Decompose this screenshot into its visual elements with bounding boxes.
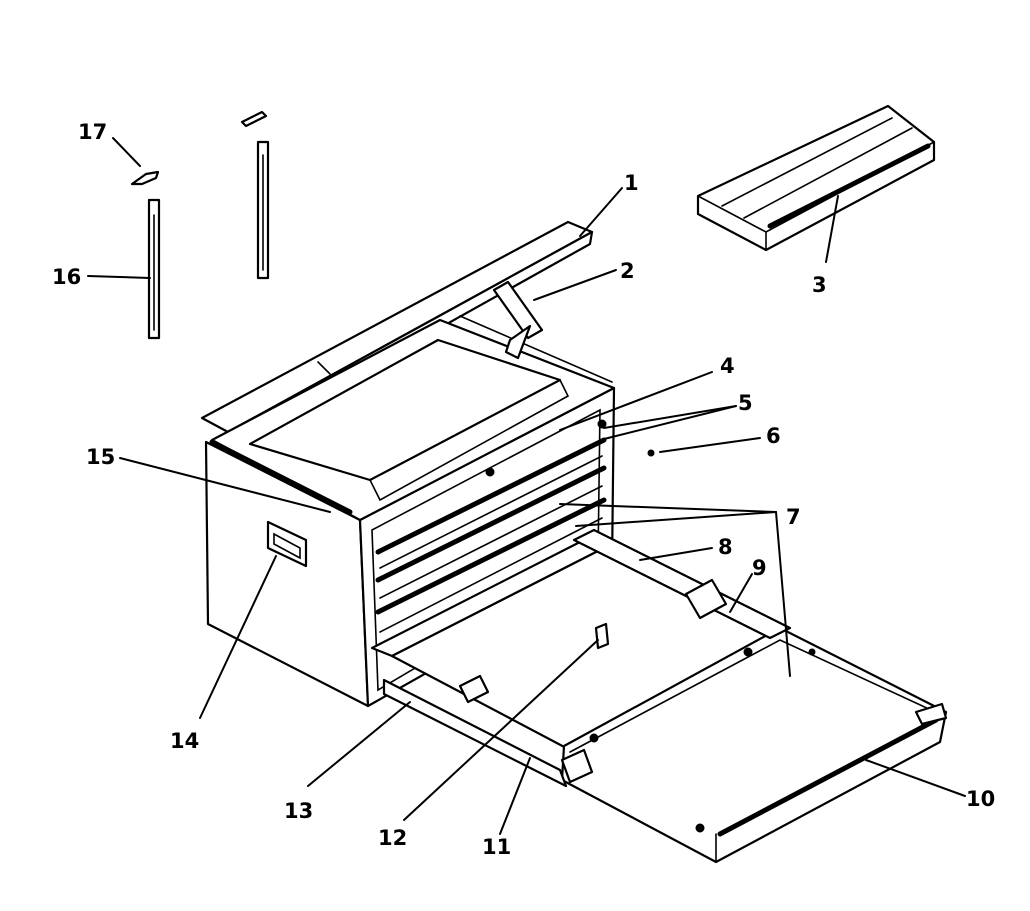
part-9-slide-bracket: [684, 578, 728, 620]
callout-10: 10: [966, 787, 995, 811]
callout-4: 4: [720, 354, 735, 378]
callout-6: 6: [766, 424, 781, 448]
chest-top-frame: [209, 315, 616, 522]
part-6-pin: [647, 449, 655, 457]
callout-15: 15: [86, 445, 115, 469]
part-3-tray: [696, 104, 936, 252]
leader-lines: [87, 137, 966, 835]
callout-9: 9: [752, 556, 767, 580]
callout-labels: 1 2 3 4 5 6 7 8 9 10 11 12 13 14 15 16 1…: [52, 120, 995, 859]
part-12-stop-screw: [594, 622, 610, 650]
part-17-clip: [130, 170, 160, 186]
callout-12: 12: [378, 826, 407, 850]
callout-2: 2: [620, 259, 635, 283]
callout-11: 11: [482, 835, 511, 859]
callout-5: 5: [738, 391, 753, 415]
callout-14: 14: [170, 729, 199, 753]
part-14-side-handle: [266, 520, 308, 568]
part-15-rail: [209, 439, 353, 515]
part-16-slide-strip: [147, 198, 161, 340]
callout-8: 8: [718, 535, 733, 559]
callout-3: 3: [812, 273, 827, 297]
part-5-bolt-lower: [485, 467, 495, 477]
part-2-lid-stay: [492, 280, 544, 360]
callout-7: 7: [786, 505, 801, 529]
part-11-slide: [382, 678, 568, 788]
part-5-bolt: [597, 419, 607, 429]
callout-13: 13: [284, 799, 313, 823]
part-16-slide-strip-rear: [240, 110, 270, 280]
callout-17: 17: [78, 120, 107, 144]
callout-16: 16: [52, 265, 81, 289]
callout-1: 1: [624, 171, 639, 195]
